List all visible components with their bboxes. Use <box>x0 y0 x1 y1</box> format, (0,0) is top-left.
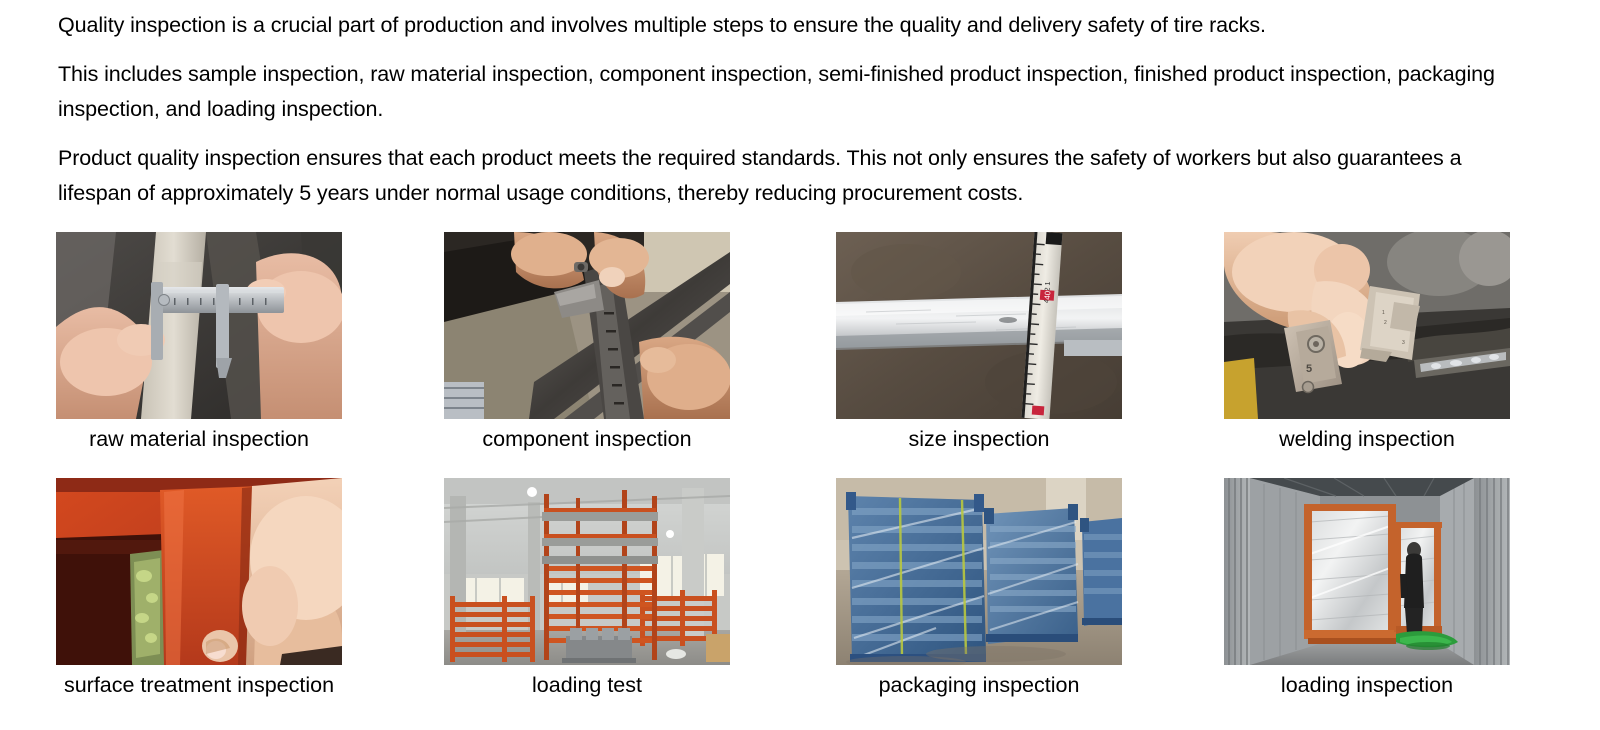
gallery-item-packaging-inspection: packaging inspection <box>836 478 1122 698</box>
photo-welding-inspection: 5 1 2 3 <box>1224 232 1510 419</box>
gallery-item-loading-test: loading test <box>444 478 730 698</box>
caption-surface-treatment-inspection: surface treatment inspection <box>63 673 335 697</box>
gallery-item-welding-inspection: 5 1 2 3 welding inspection <box>1224 232 1510 452</box>
gallery-item-surface-treatment-inspection: surface treatment inspection <box>56 478 342 698</box>
svg-text:5: 5 <box>1306 363 1312 375</box>
gallery-row-2: surface treatment inspection <box>0 478 1600 724</box>
svg-text:2: 2 <box>1384 320 1387 326</box>
photo-packaging-inspection <box>836 478 1122 665</box>
gallery-item-loading-inspection: loading inspection <box>1224 478 1510 698</box>
gallery-item-raw-material-inspection: raw material inspection <box>56 232 342 452</box>
caption-welding-inspection: welding inspection <box>1279 427 1455 451</box>
photo-component-inspection <box>444 232 730 419</box>
caption-component-inspection: component inspection <box>482 427 692 451</box>
photo-loading-inspection <box>1224 478 1510 665</box>
gallery-item-component-inspection: component inspection <box>444 232 730 452</box>
gallery-row-1: raw material inspection <box>0 232 1600 478</box>
inspection-photo-gallery: raw material inspection <box>0 232 1600 724</box>
caption-size-inspection: size inspection <box>908 427 1050 451</box>
svg-text:3: 3 <box>1402 340 1405 346</box>
intro-paragraph-3: Product quality inspection ensures that … <box>58 146 1462 205</box>
intro-paragraph-1: Quality inspection is a crucial part of … <box>58 13 1266 37</box>
svg-text:1: 1 <box>1382 310 1385 316</box>
intro-text-block: Quality inspection is a crucial part of … <box>58 8 1518 211</box>
photo-loading-test <box>444 478 730 665</box>
photo-size-inspection: 4 3 2 1 40 <box>836 232 1122 419</box>
intro-paragraph-2: This includes sample inspection, raw mat… <box>58 62 1495 121</box>
svg-text:40: 40 <box>1043 290 1053 300</box>
caption-raw-material-inspection: raw material inspection <box>89 427 309 451</box>
caption-loading-test: loading test <box>532 673 642 697</box>
photo-surface-treatment-inspection <box>56 478 342 665</box>
caption-packaging-inspection: packaging inspection <box>878 673 1080 697</box>
caption-loading-inspection: loading inspection <box>1280 673 1454 697</box>
gallery-item-size-inspection: 4 3 2 1 40 size inspection <box>836 232 1122 452</box>
photo-raw-material-inspection <box>56 232 342 419</box>
